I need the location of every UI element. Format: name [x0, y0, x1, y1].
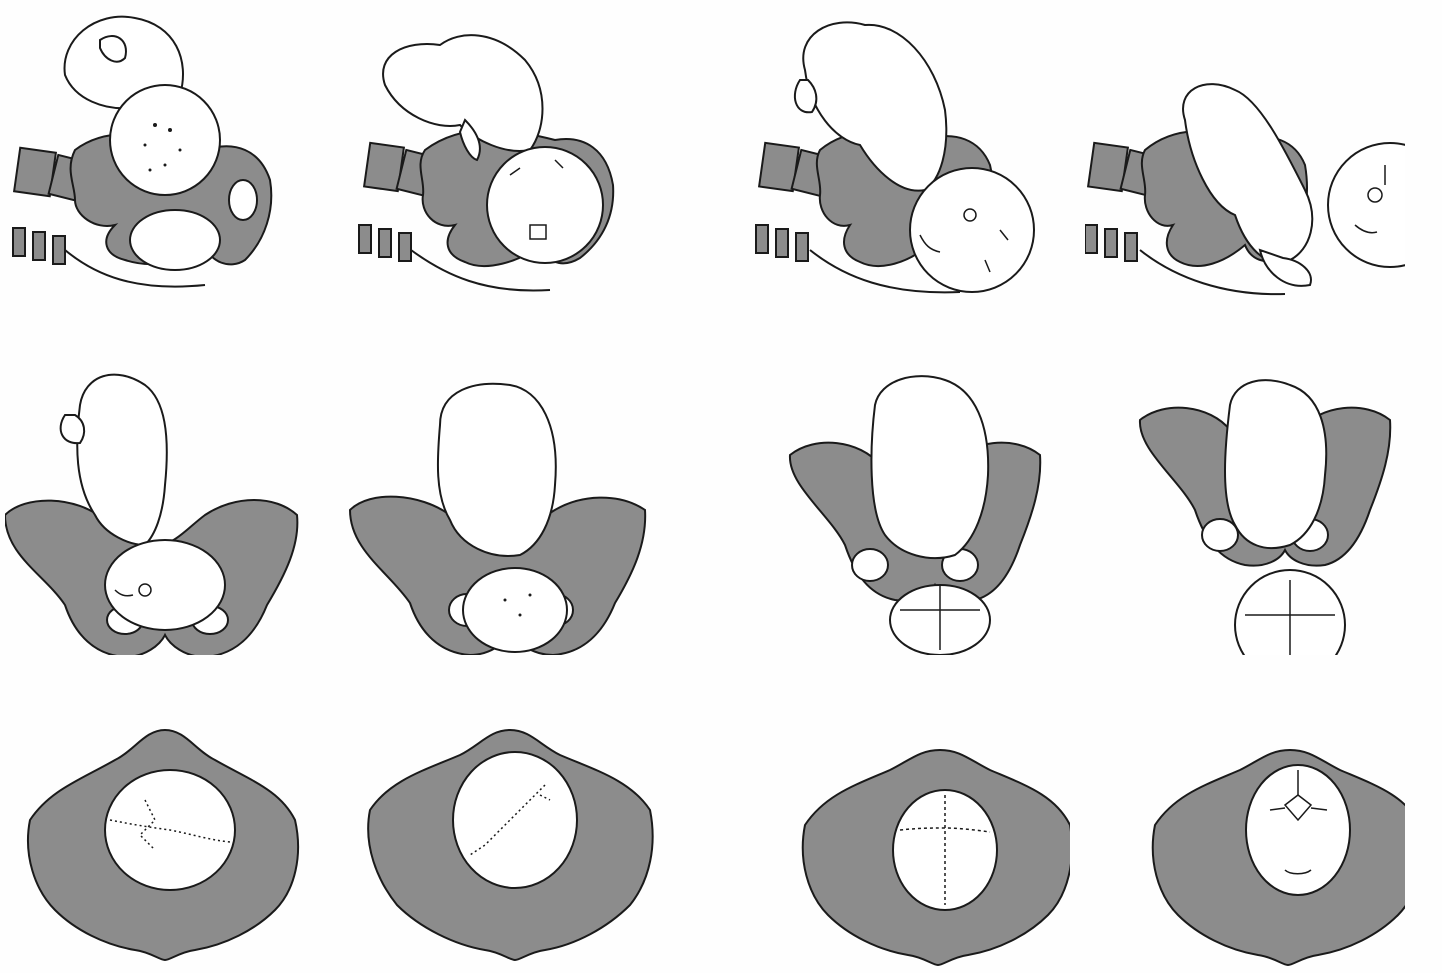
- panel-inferior-4: [1085, 660, 1405, 970]
- frontal-view-diagram: [750, 345, 1070, 655]
- fetal-head: [105, 540, 225, 630]
- fetal-body: [1225, 380, 1326, 548]
- fetal-head: [1328, 143, 1405, 267]
- lateral-view-diagram: [345, 0, 665, 310]
- fetal-leg: [61, 415, 85, 443]
- fetal-head: [463, 568, 567, 652]
- lateral-view-diagram: [1085, 0, 1405, 310]
- panel-inferior-1: [5, 660, 325, 970]
- frontal-view-diagram: [5, 345, 325, 655]
- panel-inferior-2: [345, 660, 665, 970]
- lateral-view-diagram: [5, 0, 325, 310]
- panel-lateral-1: [5, 0, 325, 310]
- fetal-leg: [795, 80, 816, 112]
- panel-frontal-2: [345, 345, 665, 655]
- pelvic-inlet: [130, 210, 220, 270]
- fetal-head: [487, 147, 603, 263]
- fetus: [871, 376, 990, 655]
- fetal-body: [438, 384, 556, 556]
- panel-lateral-3: [750, 0, 1070, 310]
- panel-lateral-2: [345, 0, 665, 310]
- fetal-head: [910, 168, 1034, 292]
- obturator-foramen: [229, 180, 257, 220]
- inferior-view-diagram: [5, 660, 325, 970]
- lateral-view-diagram: [750, 0, 1070, 310]
- frontal-view-diagram: [1085, 345, 1405, 655]
- panel-frontal-3: [750, 345, 1070, 655]
- fetal-head: [453, 752, 577, 888]
- frontal-view-diagram: [345, 345, 665, 655]
- fetus: [453, 752, 577, 888]
- panel-lateral-4: [1085, 0, 1405, 310]
- fetal-head: [110, 85, 220, 195]
- panel-frontal-1: [5, 345, 325, 655]
- inferior-view-diagram: [1085, 660, 1405, 970]
- inferior-view-diagram: [750, 660, 1070, 970]
- panel-inferior-3: [750, 660, 1070, 970]
- fetal-body: [871, 376, 988, 558]
- panel-frontal-4: [1085, 345, 1405, 655]
- inferior-view-diagram: [345, 660, 665, 970]
